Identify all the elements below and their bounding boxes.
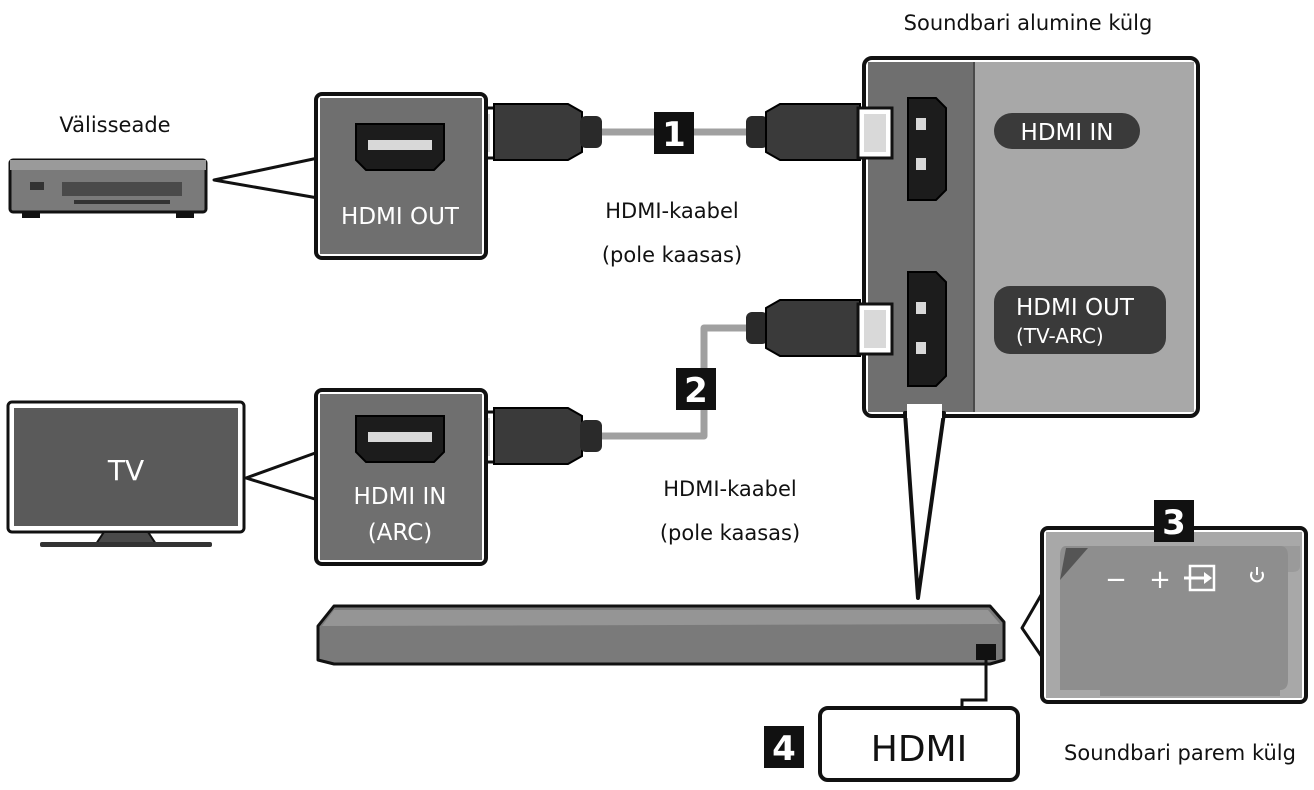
soundbar-hdmi-in-label: HDMI IN <box>1021 120 1114 146</box>
tv-arc-label: (ARC) <box>368 520 433 546</box>
tv-label: TV <box>107 454 144 487</box>
external-device-icon <box>8 158 208 218</box>
cable-1-label: HDMI-kaabel <box>605 199 738 223</box>
volume-up-button: + <box>1149 565 1171 595</box>
power-icon <box>1250 567 1264 583</box>
device-hdmi-out-panel: HDMI OUT <box>314 92 488 260</box>
tv-hdmi-in-label: HDMI IN <box>354 484 447 510</box>
tv-icon: TV <box>6 400 246 547</box>
step-1-number: 1 <box>662 115 686 155</box>
soundbar-right-title: Soundbari parem külg <box>1064 741 1296 765</box>
step-2-badge: 2 <box>676 368 716 411</box>
soundbar-hdmi-callout: HDMI <box>818 660 1020 782</box>
tv-hdmi-in-panel: HDMI IN (ARC) <box>314 388 488 566</box>
soundbar-tv-arc-label: (TV-ARC) <box>1016 324 1104 348</box>
step-3-number: 3 <box>1162 503 1186 543</box>
cable-2-note: (pole kaasas) <box>660 521 800 545</box>
soundbar-hdmi-out-label: HDMI OUT <box>1016 295 1135 321</box>
soundbar-bottom-title: Soundbari alumine külg <box>904 11 1153 35</box>
soundbar-hdmi-out-badge: HDMI OUT (TV-ARC) <box>994 286 1166 354</box>
step-3-badge: 3 <box>1154 500 1194 543</box>
soundbar-right-panel: − + <box>1040 526 1308 704</box>
volume-down-button: − <box>1105 565 1127 595</box>
source-input-icon <box>1184 564 1216 592</box>
step-1-badge: 1 <box>654 112 694 155</box>
device-hdmi-out-label: HDMI OUT <box>341 204 460 230</box>
soundbar-body <box>316 604 1006 666</box>
soundbar-hdmi-label: HDMI <box>871 729 967 770</box>
step-4-number: 4 <box>772 729 796 769</box>
cable-1-note: (pole kaasas) <box>602 243 742 267</box>
step-2-number: 2 <box>684 371 708 411</box>
cable-2 <box>460 299 894 465</box>
external-device-title: Välisseade <box>59 113 170 137</box>
soundbar-hdmi-in-badge: HDMI IN <box>994 113 1140 149</box>
step-4-badge: 4 <box>764 726 804 769</box>
cable-2-label: HDMI-kaabel <box>663 477 796 501</box>
soundbar-hdmi-in-port <box>907 97 947 201</box>
soundbar-hdmi-out-port <box>907 271 947 387</box>
